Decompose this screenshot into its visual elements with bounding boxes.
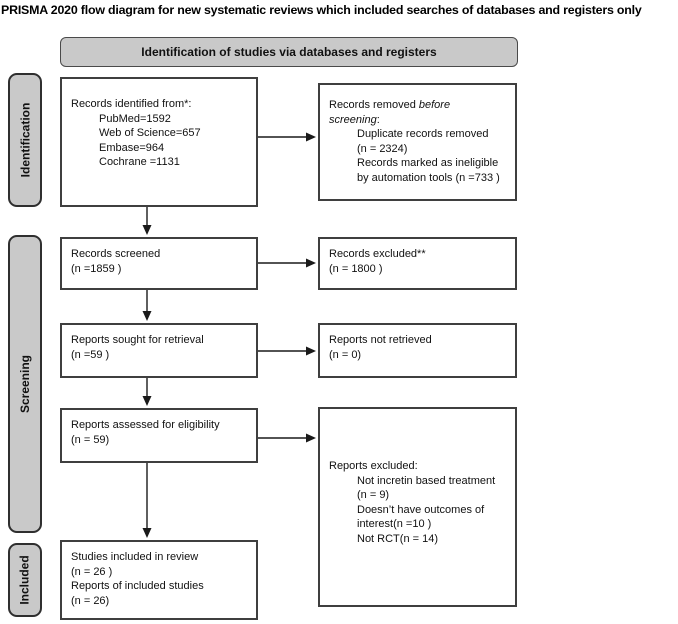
box-line: Reports not retrieved (329, 334, 432, 346)
box-line: Web of Science=657 (99, 127, 201, 139)
box-line: (n =59 ) (71, 348, 110, 361)
stage-label-included: Included (8, 543, 42, 617)
box-line: Records identified from*: (71, 98, 192, 110)
box-line: interest(n =10 ) (357, 518, 432, 530)
box-reports-not-retrieved: Reports not retrieved (n = 0) (318, 323, 517, 378)
box-line: Records removed before (329, 99, 451, 111)
box-line: (n = 1800 ) (329, 262, 383, 275)
box-line: PubMed=1592 (99, 112, 171, 125)
box-line: Reports sought for retrieval (71, 334, 204, 346)
box-line: screening: (329, 113, 380, 126)
box-line: (n = 2324) (357, 142, 408, 155)
banner-label: Identification of studies via databases … (141, 45, 437, 59)
stage-label-included-text: Included (18, 555, 32, 605)
box-line: Reports of included studies (71, 580, 204, 592)
box-reports-excluded: Reports excluded: Not incretin based trea… (318, 407, 517, 607)
box-reports-assessed-for-eligibility: Reports assessed for eligibility (n = 59) (60, 408, 258, 463)
stage-label-screening: Screening (8, 235, 42, 533)
box-line: Reports excluded: (329, 460, 418, 472)
box-line: (n = 26) (71, 594, 110, 607)
box-line: (n = 0) (329, 348, 362, 361)
box-line: Studies included in review (71, 551, 199, 563)
banner-identification-of-studies: Identification of studies via databases … (60, 37, 518, 67)
box-records-removed-before-screening: Records removed before screening: Duplicat… (318, 83, 517, 201)
box-line: (n = 9) (357, 489, 390, 501)
box-line: Not RCT(n = 14) (357, 532, 438, 545)
box-line: Embase=964 (99, 141, 165, 154)
box-line: Records marked as ineligible (357, 157, 499, 169)
box-studies-included-in-review: Studies included in review (n = 26 ) Repor… (60, 540, 258, 620)
box-line: by automation tools (n =733 ) (357, 171, 500, 184)
box-line: Records screened (71, 248, 161, 260)
stage-label-screening-text: Screening (18, 354, 32, 414)
box-line: (n =1859 ) (71, 262, 122, 275)
box-line: (n = 59) (71, 433, 110, 446)
diagram-title: PRISMA 2020 flow diagram for new systema… (1, 3, 642, 17)
box-line: Records excluded** (329, 248, 426, 260)
box-reports-sought-for-retrieval: Reports sought for retrieval (n =59 ) (60, 323, 258, 378)
box-line: Not incretin based treatment (357, 474, 496, 487)
stage-label-identification: Identification (8, 73, 42, 207)
stage-label-identification-text: Identification (18, 102, 33, 178)
box-line: Cochrane =1131 (99, 156, 180, 168)
box-records-screened: Records screened (n =1859 ) (60, 237, 258, 290)
box-line: Reports assessed for eligibility (71, 419, 220, 431)
box-records-excluded: Records excluded** (n = 1800 ) (318, 237, 517, 290)
box-line: Doesn’t have outcomes of (357, 503, 485, 516)
box-line: Duplicate records removed (357, 128, 489, 140)
box-line: (n = 26 ) (71, 565, 113, 578)
